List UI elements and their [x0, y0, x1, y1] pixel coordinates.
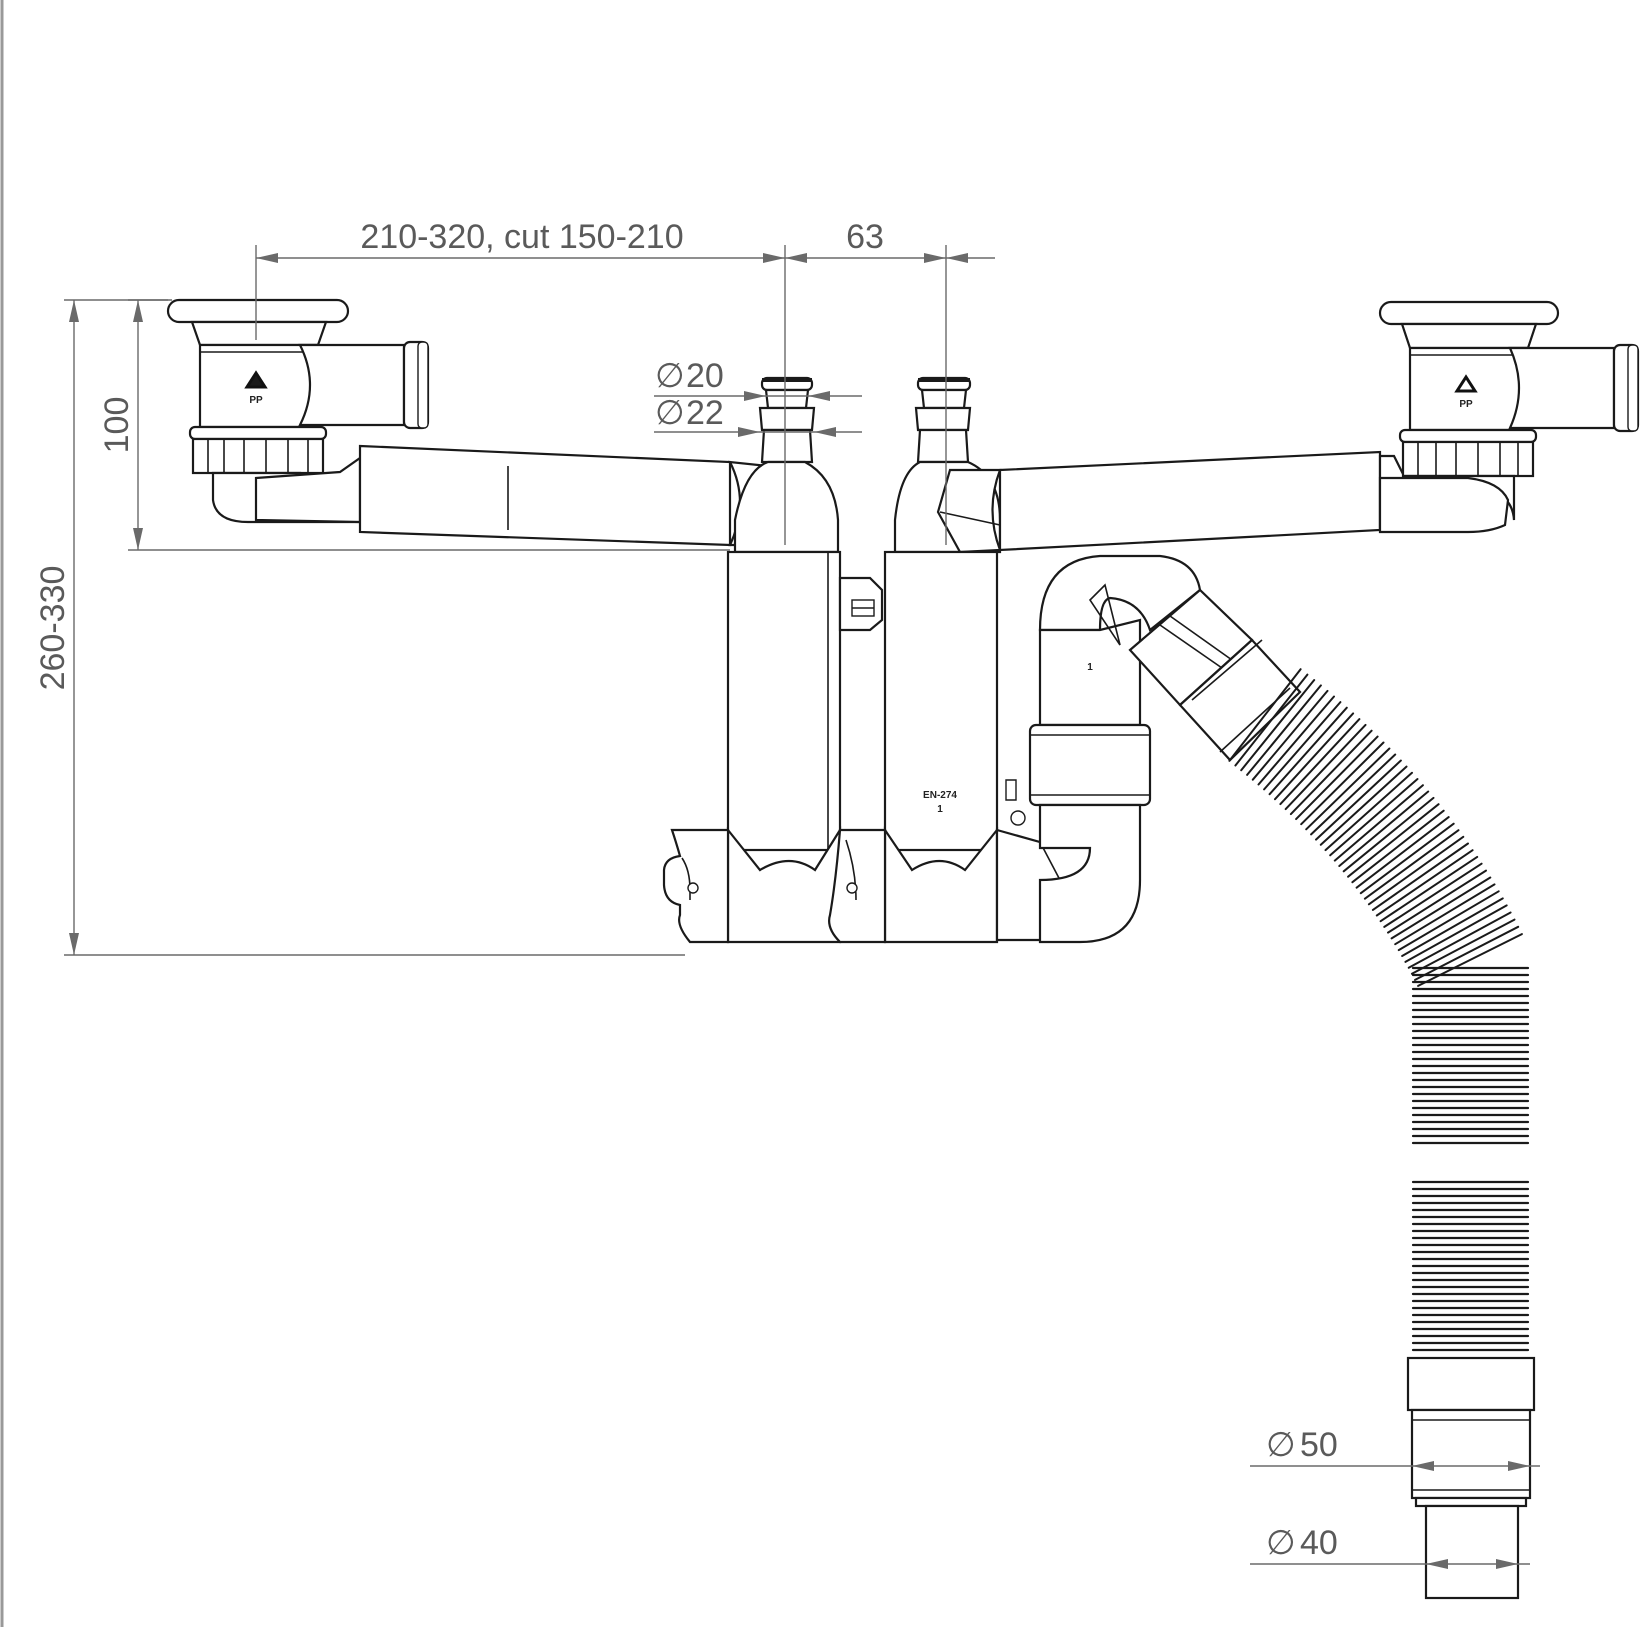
hose-rib: [1234, 673, 1309, 767]
hose-rib: [1363, 829, 1460, 900]
hose-rib: [1383, 862, 1483, 928]
height-total-label: 260-330: [34, 566, 72, 691]
hose-rib: [1359, 822, 1455, 895]
hose-rib: [1295, 735, 1379, 821]
diameter-symbol: ∅: [1266, 1524, 1296, 1562]
hose-rib: [1246, 684, 1322, 776]
diameter-symbol: ∅: [655, 394, 685, 432]
diameter-symbol: ∅: [1266, 1426, 1296, 1464]
width-range-label: 210-320, cut 150-210: [360, 218, 683, 256]
svg-text:PP: PP: [1459, 399, 1473, 410]
height-upper-label: 100: [98, 397, 136, 454]
hose-rib: [1274, 712, 1355, 801]
hose-rib: [1347, 803, 1440, 878]
hose-rib: [1333, 784, 1424, 862]
dimension-width: 210-320, cut 150-210 63: [255, 218, 995, 545]
central-columns: EN-274 1: [726, 550, 1026, 852]
outlet-outer-label: 50: [1300, 1426, 1338, 1464]
hose-rib: [1367, 835, 1465, 906]
hose-rib: [1390, 876, 1492, 940]
outlet-inner-label: 40: [1300, 1524, 1338, 1562]
hose-rib: [1279, 718, 1361, 806]
hose-rib: [1401, 897, 1504, 957]
svg-text:PP: PP: [249, 395, 263, 406]
hose-rib: [1407, 911, 1512, 969]
hose-rib: [1351, 809, 1445, 884]
hose-rib: [1319, 765, 1408, 846]
hose-rib: [1355, 816, 1450, 889]
trap-mark: 1: [1087, 662, 1093, 673]
hose-rib: [1329, 778, 1419, 857]
standard-mark: EN-274: [923, 790, 957, 801]
hose-rib: [1342, 796, 1435, 873]
outlet-hose: [1128, 588, 1302, 762]
hose-rib: [1263, 701, 1342, 791]
diameter-symbol: ∅: [655, 357, 685, 395]
hose-rib: [1310, 753, 1397, 836]
hose-rib: [1338, 790, 1430, 867]
hose-rib: [1240, 679, 1316, 772]
hose-rib: [1251, 689, 1329, 781]
hose-rib: [1387, 869, 1487, 934]
hose-rib: [1305, 747, 1391, 831]
right-strainer: PP: [1378, 300, 1640, 534]
right-overflow-pipe: [936, 450, 1407, 554]
corrugated-hose: [1228, 668, 1530, 1352]
dimension-hose-diameters: ∅ 20 ∅ 22: [654, 357, 862, 437]
recycle-icon: PP: [1454, 374, 1478, 410]
hose-diameter-bottom-label: 22: [686, 394, 724, 432]
left-overflow-pipe: [254, 444, 807, 547]
outlet-fitting: [1406, 1356, 1536, 1600]
hose-rib: [1404, 904, 1508, 963]
left-hose-connector: [733, 376, 840, 554]
hose-rib: [1228, 668, 1302, 762]
hose-rib: [1394, 883, 1496, 946]
hose-rib: [1257, 695, 1335, 786]
hose-rib: [1315, 759, 1402, 841]
hose-rib: [1375, 849, 1474, 917]
dimension-outlet: ∅ 50 ∅ 40: [1250, 1426, 1540, 1569]
spacing-label: 63: [846, 218, 884, 256]
hose-rib: [1417, 933, 1523, 987]
hose-rib: [1379, 855, 1479, 923]
hose-rib: [1324, 771, 1413, 852]
u-trap: 1: [1028, 554, 1202, 944]
hose-rib: [1414, 925, 1520, 981]
hose-rib: [1268, 706, 1348, 796]
hose-rib: [1371, 842, 1469, 911]
hose-rib: [1410, 918, 1516, 975]
standard-sub-mark: 1: [937, 804, 943, 815]
dimension-height-upper: 100: [98, 299, 730, 551]
hose-rib: [1397, 890, 1500, 952]
hose-rib: [1289, 729, 1373, 816]
hose-diameter-top-label: 20: [686, 357, 724, 395]
bottom-collector: [662, 826, 1092, 944]
hose-rib: [1300, 741, 1385, 826]
hose-rib: [1284, 723, 1367, 811]
dimension-height-total: 260-330: [34, 299, 685, 956]
recycle-icon: PP: [244, 370, 268, 406]
